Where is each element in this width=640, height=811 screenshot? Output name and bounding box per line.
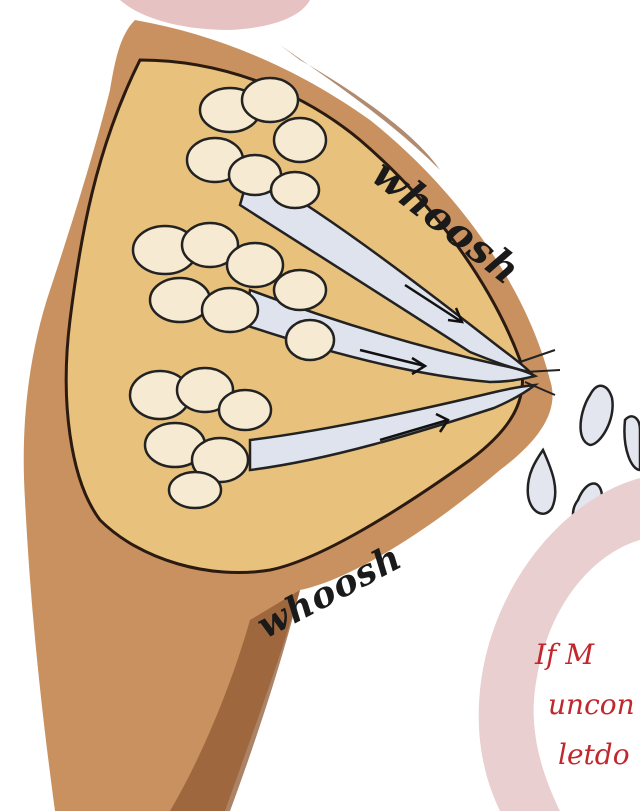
callout-text-line-3: letdo: [558, 738, 630, 771]
callout-text-line-2: uncon: [548, 688, 635, 721]
callout-text-line-1: If M: [535, 638, 594, 671]
